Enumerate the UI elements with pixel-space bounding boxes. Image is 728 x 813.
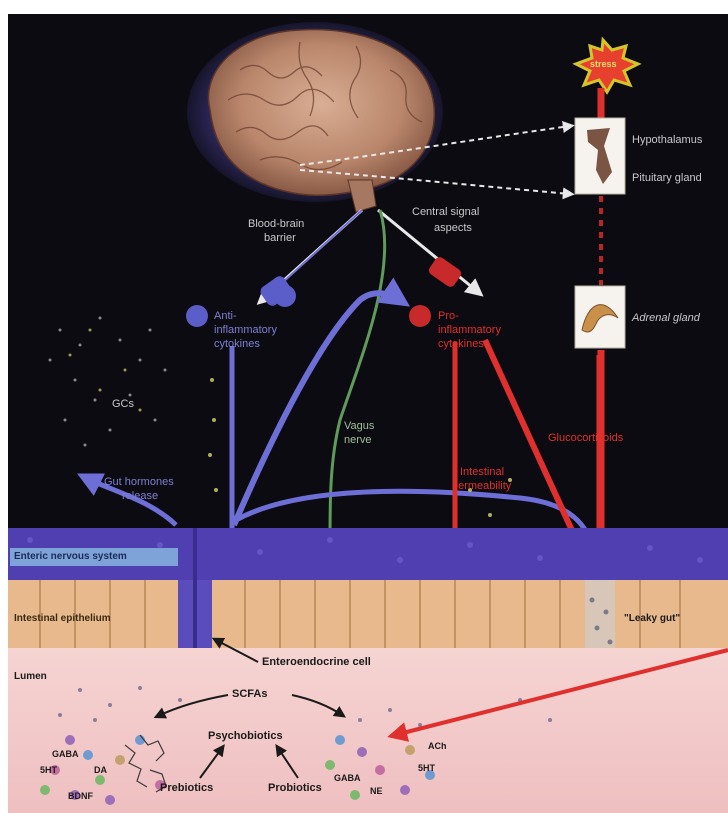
central-label-line1: Central signal xyxy=(412,206,479,219)
intestinal-label-line1: Intestinal xyxy=(460,466,504,479)
leaky-gut-gap xyxy=(585,580,615,648)
brain-icon xyxy=(208,30,434,196)
vagus-label-line2: nerve xyxy=(344,434,372,447)
anti-label-line2: inflammatory xyxy=(214,324,277,337)
bbb-label-line2: barrier xyxy=(264,232,296,245)
vagus-label-line1: Vagus xyxy=(344,420,374,433)
enteroendocrine-label: Enteroendocrine cell xyxy=(262,656,371,669)
bdnf-label: BDNF xyxy=(68,790,93,803)
gcs-label: GCs xyxy=(112,398,134,411)
da-label-left: DA xyxy=(94,764,107,777)
intestinal-label-line2: permeability xyxy=(452,480,511,493)
anti-cytokine-dot xyxy=(186,305,208,327)
glucocorticoids-label: Glucocorticoids xyxy=(548,432,623,445)
epithelium-band xyxy=(8,580,728,648)
lumen-label: Lumen xyxy=(14,670,47,683)
gaba-label-right: GABA xyxy=(334,772,361,785)
anti-label-line3: cytokines xyxy=(214,338,260,351)
serotonin-label-left: 5HT xyxy=(40,764,57,777)
adrenal-label: Adrenal gland xyxy=(632,312,700,325)
ens-label: Enteric nervous system xyxy=(14,550,127,563)
gut-hormones-label-line1: Gut hormones xyxy=(104,476,174,489)
psychobiotics-label: Psychobiotics xyxy=(208,730,283,743)
leaky-gut-label: "Leaky gut" xyxy=(624,612,680,625)
pro-label-line3: cytokines xyxy=(438,338,484,351)
ne-label: NE xyxy=(370,785,383,798)
gut-hormones-label-line2: release xyxy=(122,490,158,503)
prebiotics-label: Prebiotics xyxy=(160,782,213,795)
anti-label-line1: Anti- xyxy=(214,310,237,323)
stress-label: stress xyxy=(590,58,617,71)
pro-label-line1: Pro- xyxy=(438,310,459,323)
probiotics-label: Probiotics xyxy=(268,782,322,795)
gaba-label: GABA xyxy=(52,748,79,761)
ach-label: ACh xyxy=(428,740,447,753)
central-label-line2: aspects xyxy=(434,222,472,235)
lumen-region xyxy=(8,648,728,813)
bbb-label-line1: Blood-brain xyxy=(248,218,304,231)
pro-cytokine-dot xyxy=(409,305,431,327)
scfas-label: SCFAs xyxy=(232,688,267,701)
serotonin-label-right: 5HT xyxy=(418,762,435,775)
epithelium-label: Intestinal epithelium xyxy=(14,612,111,625)
hypothalamus-label: Hypothalamus xyxy=(632,134,702,147)
pituitary-label: Pituitary gland xyxy=(632,172,702,185)
pro-label-line2: inflammatory xyxy=(438,324,501,337)
